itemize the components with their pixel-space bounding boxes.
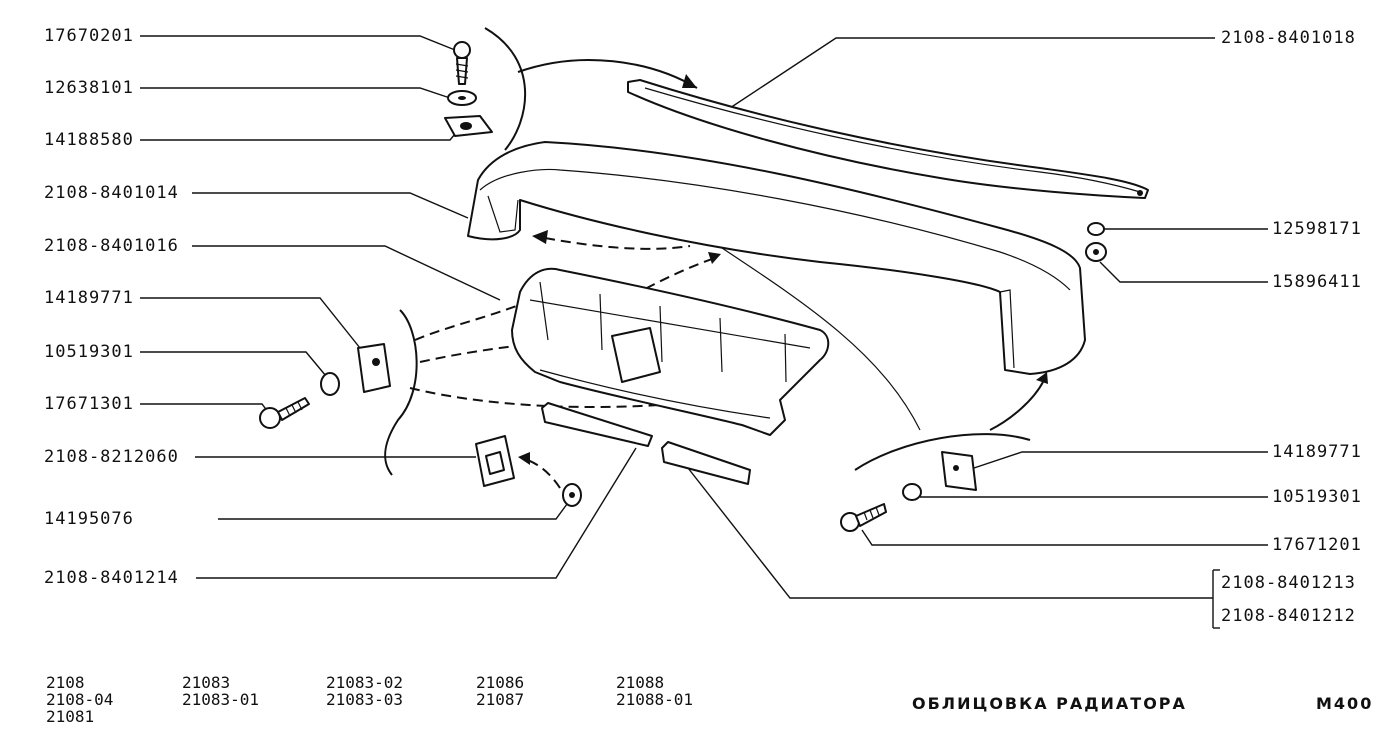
lower-strips — [541, 402, 751, 485]
fasteners-left — [259, 41, 582, 507]
part-label-10519301-left: 10519301 — [44, 342, 134, 362]
part-label-15896411: 15896411 — [1272, 272, 1362, 292]
page-code: M400 — [1316, 694, 1374, 713]
model-list-21083-02: 21083-02 21083-03 — [326, 673, 404, 709]
model-list-21083: 21083 21083-01 — [182, 673, 260, 709]
model-list-21088: 21088 21088-01 — [616, 673, 694, 709]
part-label-12638101: 12638101 — [44, 78, 134, 98]
model-list-2108: 2108 2108-04 21081 — [46, 673, 114, 726]
part-label-12598171: 12598171 — [1272, 219, 1362, 239]
part-label-2108-8401214: 2108-8401214 — [44, 568, 179, 588]
model-list-21086: 21086 21087 — [476, 673, 525, 709]
part-label-2108-8401016: 2108-8401016 — [44, 236, 179, 256]
top-trim-strip — [627, 79, 1149, 199]
part-label-14189771-right: 14189771 — [1272, 442, 1362, 462]
fasteners-right — [840, 222, 1107, 532]
part-label-17671201: 17671201 — [1272, 535, 1362, 555]
part-label-2108-8401018: 2108-8401018 — [1221, 28, 1356, 48]
leader-lines — [140, 35, 1268, 629]
part-label-2108-8401014: 2108-8401014 — [44, 183, 179, 203]
part-label-14195076: 14195076 — [44, 509, 134, 529]
grille-insert — [511, 267, 830, 436]
part-label-17670201: 17670201 — [44, 26, 134, 46]
diagram-title: ОБЛИЦОВКА РАДИАТОРА — [912, 694, 1187, 713]
part-label-2108-8212060: 2108-8212060 — [44, 447, 179, 467]
part-label-2108-8401213: 2108-8401213 — [1221, 573, 1356, 593]
part-label-10519301-right: 10519301 — [1272, 487, 1362, 507]
part-label-2108-8401212: 2108-8401212 — [1221, 606, 1356, 626]
part-label-14188580: 14188580 — [44, 130, 134, 150]
grille-shell — [467, 141, 1086, 375]
part-label-17671301: 17671301 — [44, 394, 134, 414]
part-label-14189771-left: 14189771 — [44, 288, 134, 308]
